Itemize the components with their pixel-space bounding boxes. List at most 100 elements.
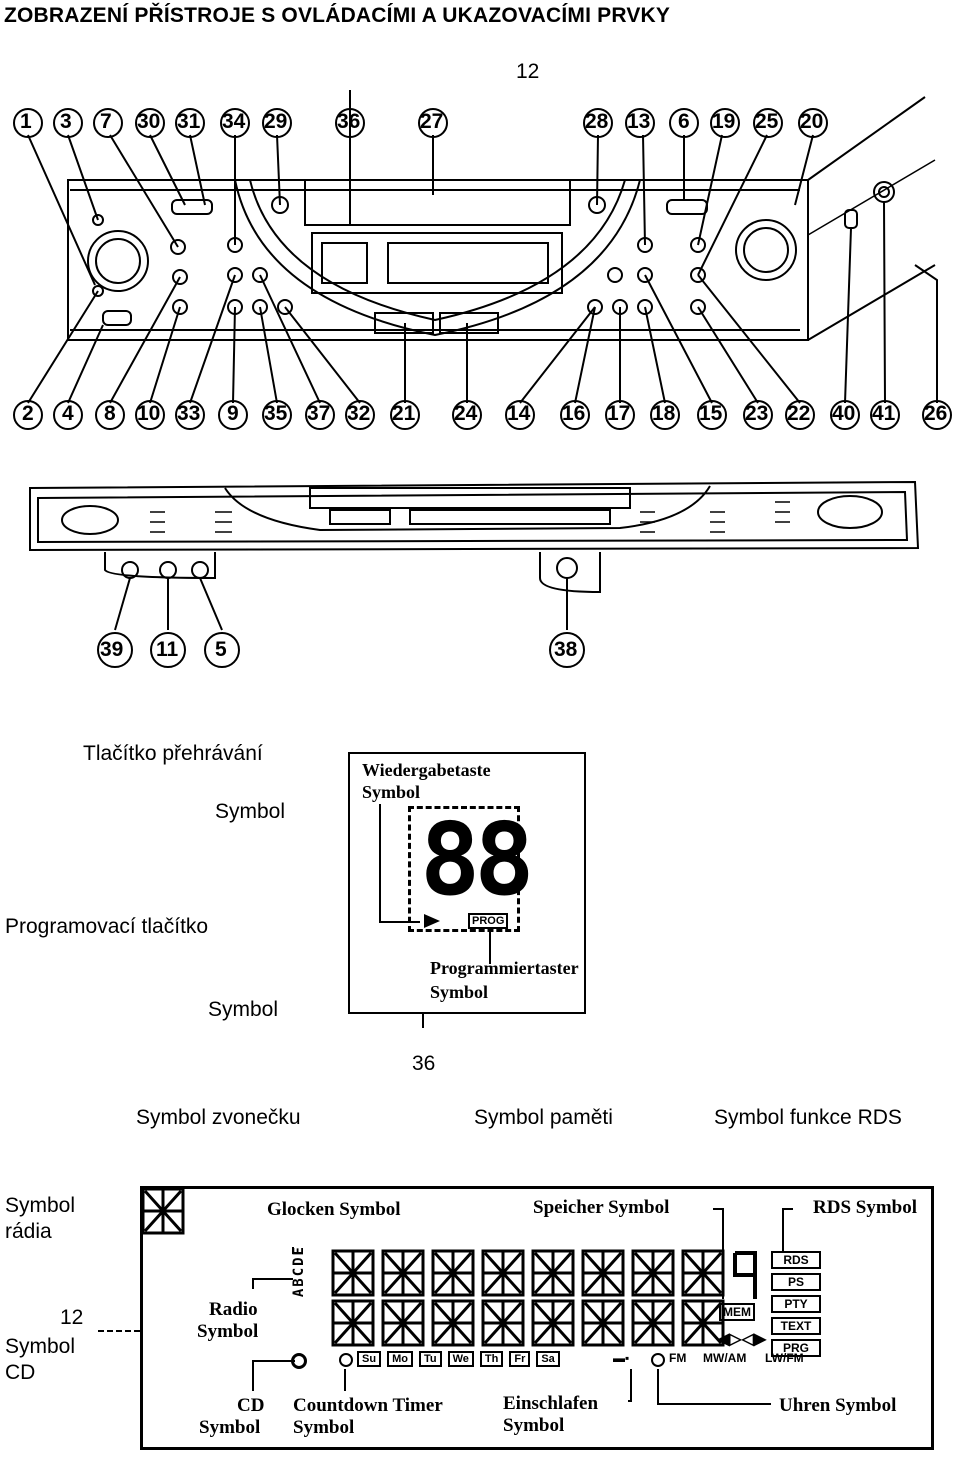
callout: 18 <box>652 402 676 425</box>
callout: 34 <box>222 110 246 133</box>
callout: 2 <box>22 402 34 425</box>
device-front-diagram <box>13 90 952 430</box>
fm-indicator: FM <box>669 1351 687 1365</box>
device-underside-diagram <box>29 480 920 668</box>
callout: 28 <box>585 110 609 133</box>
clock-icon <box>651 1353 665 1367</box>
day-indicator: Sa <box>536 1351 560 1367</box>
label-memory-symbol: Symbol paměti <box>474 1106 613 1129</box>
label-cd-symbol: Symbol CD <box>5 1334 105 1386</box>
callout: 26 <box>924 402 948 425</box>
label-symbol-1: Symbol <box>215 800 286 823</box>
callout: 3 <box>60 110 72 133</box>
label-bell-symbol: Symbol zvonečku <box>136 1106 301 1129</box>
day-indicator: Fr <box>509 1351 531 1367</box>
callout: 32 <box>347 402 371 425</box>
callout: 35 <box>264 402 288 425</box>
label-uhren-symbol: Uhren Symbol <box>779 1395 897 1416</box>
mem-indicator: MEM <box>719 1303 755 1321</box>
label-rds-symbol: RDS Symbol <box>813 1197 917 1218</box>
small-display-leaders <box>379 804 491 964</box>
callout: 23 <box>745 402 769 425</box>
label-wiedergabetaste: Wiedergabetaste <box>362 760 491 780</box>
rds-badge-list: RDS PS PTY TEXT PRG <box>771 1251 821 1357</box>
label-cd-line2: Symbol <box>199 1417 261 1438</box>
main-display-panel: Glocken Symbol Speicher Symbol RDS Symbo… <box>140 1186 934 1450</box>
callout: 16 <box>562 402 586 425</box>
segment-display-frame <box>408 806 520 932</box>
sleep-icon: ▬▪ <box>613 1351 630 1365</box>
rds-badge: TEXT <box>771 1317 821 1335</box>
callout: 6 <box>678 110 690 133</box>
rds-badge: PRG <box>771 1339 821 1357</box>
rds-badge: PS <box>771 1273 821 1291</box>
label-radio-symbol: Symbol rádia <box>5 1193 115 1245</box>
day-indicator: We <box>447 1351 474 1367</box>
callout: 30 <box>137 110 161 133</box>
label-glocken-symbol: Glocken Symbol <box>267 1199 401 1220</box>
callout: 1 <box>20 110 32 133</box>
rds-badge: PTY <box>771 1295 821 1313</box>
callout: 39 <box>100 638 124 661</box>
label-program-button: Programovací tlačítko <box>5 915 209 938</box>
label-radio-line1: Radio <box>209 1299 258 1320</box>
callout: 11 <box>156 638 179 661</box>
callout: 7 <box>100 110 112 133</box>
callout: 21 <box>392 402 416 425</box>
callout: 27 <box>420 110 444 133</box>
callout: 41 <box>872 402 896 425</box>
callout: 40 <box>832 402 856 425</box>
callout: 5 <box>215 638 227 661</box>
day-indicators: Su Mo Tu We Th Fr Sa <box>357 1351 560 1367</box>
small-display-panel: Wiedergabetaste Symbol 88 PROG Programmi… <box>348 752 586 1014</box>
callout: 22 <box>787 402 811 425</box>
callout: 29 <box>264 110 288 133</box>
speaker-icon: ◀▷◁▶ <box>717 1331 767 1348</box>
label-countdown-line2: Symbol <box>293 1417 355 1438</box>
page-title: ZOBRAZENÍ PŘÍSTROJE S OVLÁDACÍMI A UKAZO… <box>4 4 671 27</box>
callout: 33 <box>177 402 201 425</box>
day-indicator: Mo <box>387 1351 413 1367</box>
callout: 36 <box>337 110 361 133</box>
label-wiedergabe-symbol: Symbol <box>362 782 421 802</box>
callout: 17 <box>607 402 631 425</box>
label-cd-symbol-text: Symbol CD <box>5 1335 76 1384</box>
play-icon <box>424 914 440 928</box>
label-radio-line2: Symbol <box>197 1321 259 1342</box>
callout: 24 <box>454 402 478 425</box>
label-countdown-line1: Countdown Timer <box>293 1395 443 1416</box>
label-rds-function-symbol: Symbol funkce RDS <box>714 1106 902 1129</box>
leader-36 <box>422 1014 424 1028</box>
day-indicator: Th <box>479 1351 504 1367</box>
mwam-indicator: MW/AM <box>703 1351 747 1365</box>
rds-badge: RDS <box>771 1251 821 1269</box>
callout: 38 <box>554 638 578 661</box>
prog-indicator: PROG <box>468 913 509 929</box>
callout: 15 <box>699 402 723 425</box>
segment-characters <box>143 1189 793 1405</box>
callout: 37 <box>307 402 331 425</box>
label-einschlafen-line1: Einschlafen <box>503 1393 599 1414</box>
label-programmiertaster: Programmiertaster <box>430 958 579 978</box>
callout: 14 <box>507 402 531 425</box>
label-36: 36 <box>412 1052 436 1075</box>
label-speicher-symbol: Speicher Symbol <box>533 1197 670 1218</box>
day-indicator: Tu <box>418 1351 442 1367</box>
label-play-button: Tlačítko přehrávání <box>83 742 263 765</box>
label-12-top: 12 <box>516 60 540 83</box>
day-indicator: Su <box>357 1351 382 1367</box>
callout: 4 <box>62 402 74 425</box>
label-einschlafen-line2: Symbol <box>503 1415 565 1436</box>
leader-12-cd <box>98 1330 140 1332</box>
callout: 10 <box>137 402 161 425</box>
label-programmier-symbol: Symbol <box>430 982 489 1002</box>
label-symbol-2: Symbol <box>208 998 279 1021</box>
callout: 19 <box>712 110 736 133</box>
callout: 9 <box>227 402 239 425</box>
cd-icon <box>291 1353 307 1369</box>
lwfm-indicator: LW/FM <box>765 1351 804 1365</box>
label-12-cd: 12 <box>60 1306 84 1329</box>
callout: 20 <box>800 110 824 133</box>
callout: 31 <box>177 110 201 133</box>
label-radio-symbol-text: Symbol rádia <box>5 1194 76 1243</box>
